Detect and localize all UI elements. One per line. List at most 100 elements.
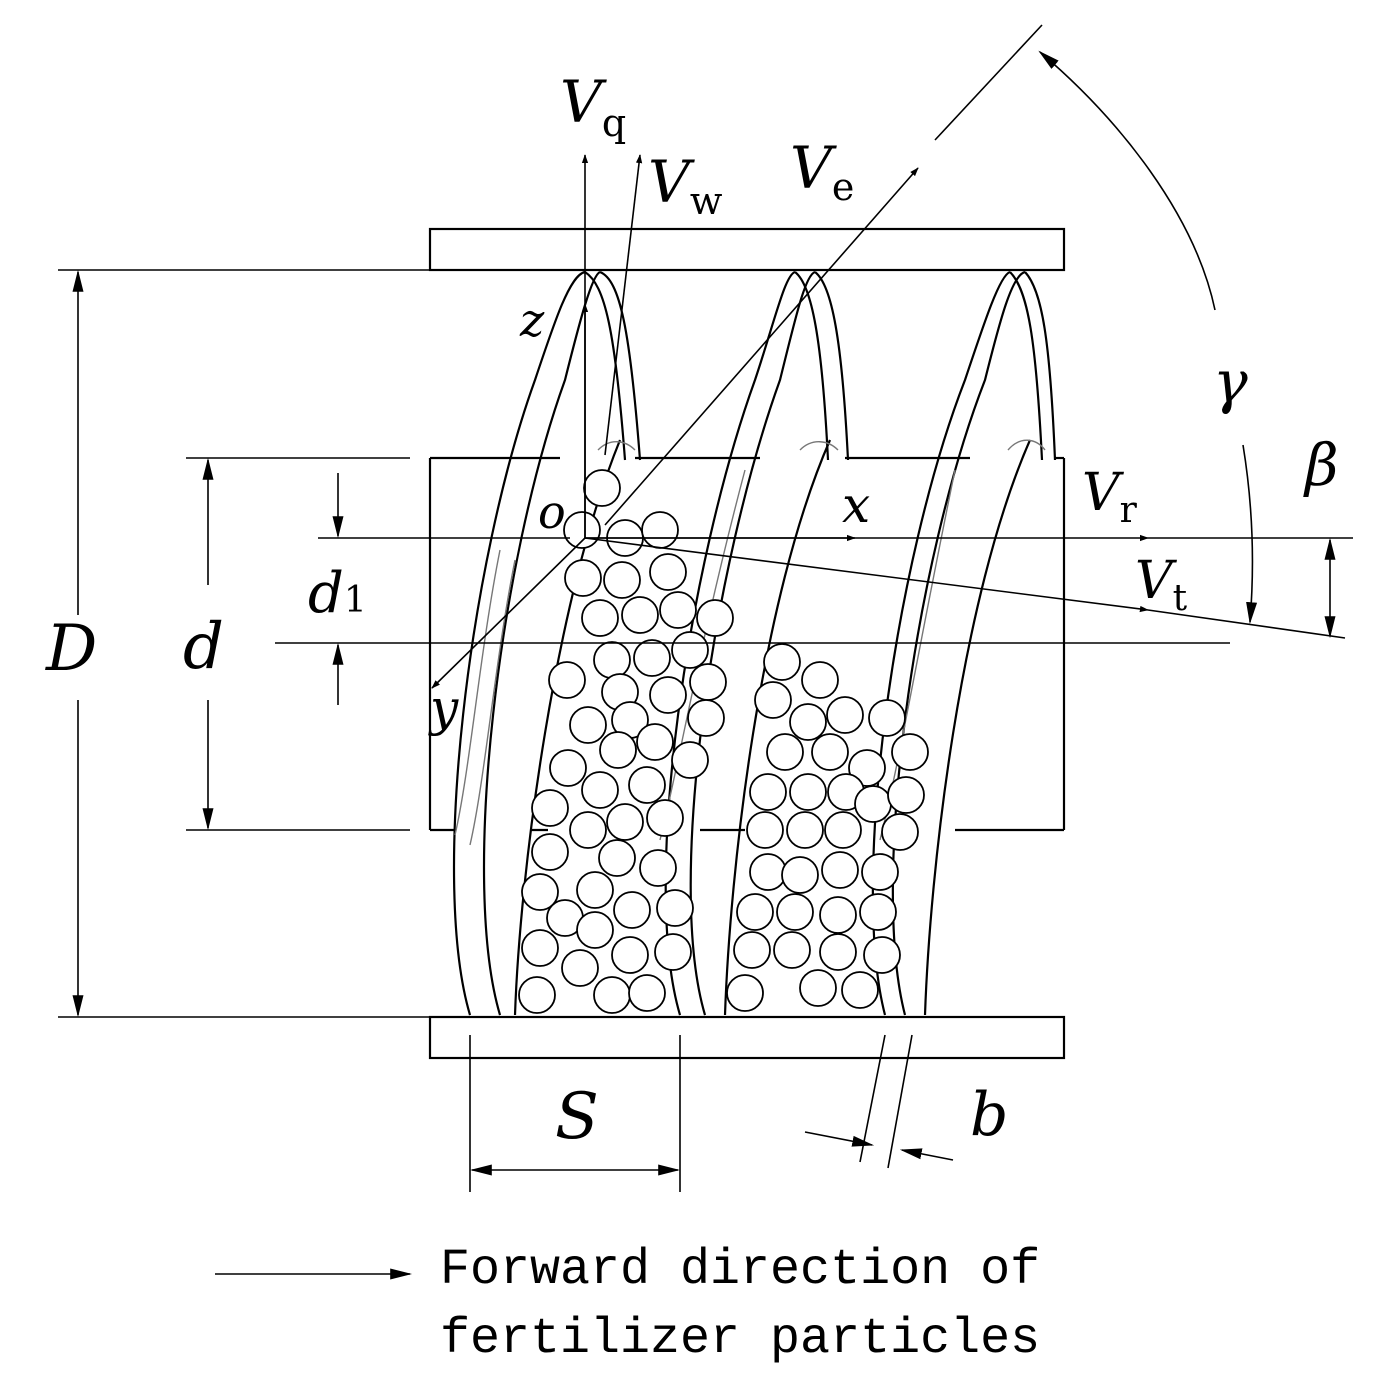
particle [633, 639, 671, 677]
particle [621, 596, 659, 634]
particle [521, 873, 559, 911]
particle [576, 871, 614, 909]
particle [531, 833, 569, 871]
particle [583, 469, 621, 507]
particle [548, 661, 586, 699]
particle [606, 803, 644, 841]
particle [576, 911, 614, 949]
particle [671, 631, 709, 669]
particle [659, 591, 697, 629]
particle [863, 936, 901, 974]
dimension-S [469, 1035, 681, 1192]
particle [563, 511, 601, 549]
particle [801, 661, 839, 699]
particle [736, 893, 774, 931]
particle [887, 776, 925, 814]
particle [754, 681, 792, 719]
particle [733, 931, 771, 969]
particle [689, 663, 727, 701]
particle [826, 696, 864, 734]
particle [848, 749, 886, 787]
particle [656, 889, 694, 927]
particle [861, 853, 899, 891]
label-o: o [538, 485, 566, 539]
particle [859, 893, 897, 931]
particle [598, 839, 636, 877]
vt-vector [584, 537, 1149, 613]
dimension-b [804, 1034, 954, 1169]
particle [881, 813, 919, 851]
particle [763, 643, 801, 681]
label-d: d [183, 610, 224, 684]
particle [649, 676, 687, 714]
shaft [428, 456, 1066, 832]
particle [726, 974, 764, 1012]
particle [671, 741, 709, 779]
label-y: y [428, 679, 459, 737]
particle [593, 976, 631, 1014]
screw-blades [452, 270, 1057, 1016]
label-z: z [519, 293, 545, 347]
angle-gamma-arc [1038, 50, 1258, 625]
particle [746, 811, 784, 849]
particle [518, 976, 556, 1014]
label-beta: β [1303, 431, 1339, 499]
particle [841, 971, 879, 1009]
particle [593, 641, 631, 679]
label-ve: Ve [790, 134, 854, 209]
particle [821, 851, 859, 889]
particle [641, 511, 679, 549]
particle [789, 773, 827, 811]
particle [819, 896, 857, 934]
label-vq: Vq [560, 68, 626, 145]
particle [766, 733, 804, 771]
particle [531, 789, 569, 827]
fertilizer-particles [518, 469, 929, 1014]
particle [749, 773, 787, 811]
y-axis [431, 537, 586, 689]
particle [696, 599, 734, 637]
particle [776, 893, 814, 931]
particle [854, 785, 892, 823]
particle [749, 853, 787, 891]
particle [599, 731, 637, 769]
particle [561, 949, 599, 987]
particle [613, 891, 651, 929]
particle [654, 933, 692, 971]
particle [581, 599, 619, 637]
label-d1: d1 [308, 561, 367, 626]
particle [564, 559, 602, 597]
particle [581, 771, 619, 809]
particle [549, 749, 587, 787]
bottom-plate [428, 1015, 1066, 1060]
label-x: x [842, 476, 870, 534]
particle [868, 699, 906, 737]
particle [786, 811, 824, 849]
label-b: b [970, 1080, 1008, 1150]
particle [649, 553, 687, 591]
particle [639, 849, 677, 887]
label-vw: Vw [648, 148, 723, 223]
particle [628, 974, 666, 1012]
particle [799, 969, 837, 1007]
particle [687, 699, 725, 737]
label-gamma: γ [1213, 348, 1248, 416]
particle [636, 723, 674, 761]
label-vt: Vt [1135, 551, 1188, 619]
ve-vector [604, 167, 919, 526]
particle [521, 929, 559, 967]
particle [628, 766, 666, 804]
particle [789, 703, 827, 741]
dimension-D [58, 269, 430, 1018]
particle [891, 733, 929, 771]
label-D: D [45, 612, 97, 686]
particle [824, 811, 862, 849]
dimension-d [186, 457, 410, 831]
particle [569, 706, 607, 744]
caption-line1: Forward direction of [440, 1242, 1040, 1299]
particle [819, 933, 857, 971]
dimension-d1 [275, 473, 1230, 705]
label-vr: Vr [1082, 463, 1138, 531]
caption-line2: fertilizer particles [440, 1311, 1040, 1368]
